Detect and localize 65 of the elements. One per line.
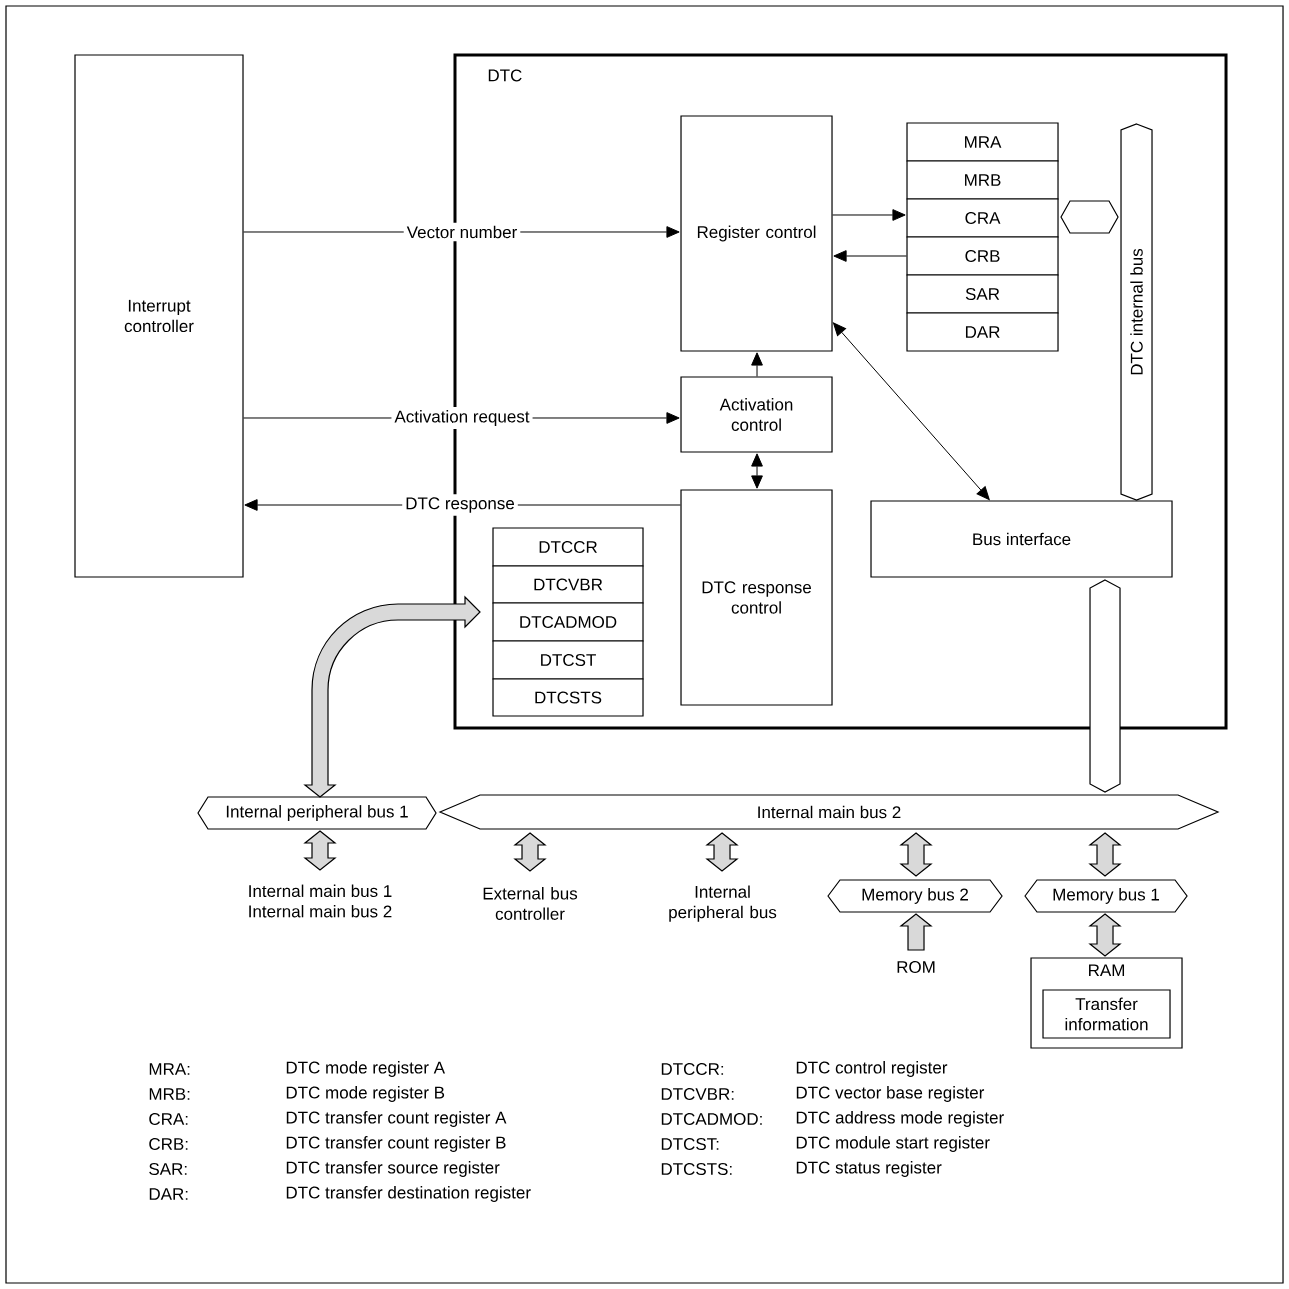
- control-box: DTC response control: [680, 489, 833, 706]
- control-box: Activation control: [680, 376, 833, 453]
- arrow: [832, 209, 906, 221]
- bus-label: Internal peripheral bus: [669, 885, 777, 922]
- bus-arrow: [303, 830, 337, 871]
- edge-label: DTC response: [402, 494, 518, 516]
- register-box: SAR: [906, 274, 1059, 314]
- register-box: CRB: [906, 236, 1059, 276]
- bus-label: Internal main bus 1 Internal main bus 2: [249, 884, 392, 918]
- abbreviation-text: CRB:: [149, 1138, 188, 1150]
- register-box: DTCCR: [492, 527, 644, 567]
- register-description: DTC control register: [796, 1061, 948, 1077]
- edge-label: Vector number: [403, 222, 521, 242]
- abbreviation-text: DTCADMOD:: [661, 1113, 762, 1125]
- arrow: [833, 250, 907, 262]
- device-label: External bus controller: [483, 887, 578, 920]
- register-description: DTC status register: [796, 1161, 942, 1177]
- register-description: DTC address mode register: [796, 1111, 1004, 1127]
- bus-bar: Memory bus 2: [827, 879, 1003, 913]
- bus-connector: [1089, 579, 1121, 793]
- edge-label: Activation request: [391, 407, 533, 429]
- bus-bar: DTC internal bus: [1120, 123, 1153, 501]
- register-description: DTC vector base register: [796, 1086, 985, 1102]
- abbreviation-text: MRA:: [149, 1063, 190, 1075]
- bus-arrow: [513, 832, 547, 872]
- bus-bar: Memory bus 1: [1024, 879, 1188, 913]
- register-description: DTC transfer source register: [286, 1161, 500, 1177]
- bus-arrow: [705, 832, 739, 872]
- abbreviation-text: CRA:: [149, 1113, 188, 1125]
- register-box: DAR: [906, 312, 1059, 352]
- abbreviation-text: SAR:: [149, 1163, 187, 1175]
- bus-arrow: [899, 913, 933, 951]
- control-box: Register control: [680, 115, 833, 352]
- register-box: CRA: [906, 198, 1059, 238]
- register-description: DTC mode register B: [286, 1086, 445, 1102]
- register-box: DTCSTS: [492, 678, 644, 717]
- register-description: DTC transfer destination register: [286, 1186, 531, 1202]
- abbreviation-text: MRB:: [149, 1088, 190, 1100]
- register-description: DTC module start register: [796, 1136, 990, 1152]
- register-box: MRA: [906, 122, 1059, 162]
- abbreviation-text: DAR:: [149, 1188, 188, 1200]
- controller-box: Interrupt controller: [74, 54, 244, 578]
- data-box: Transfer information: [1042, 989, 1171, 1039]
- memory-label: ROM: [897, 961, 935, 973]
- register-box: MRB: [906, 160, 1059, 200]
- abbreviation-text: DTCSTS:: [661, 1163, 732, 1175]
- register-box: DTCST: [492, 640, 644, 680]
- register-description: DTC transfer count register A: [286, 1111, 507, 1127]
- bus-arrow: [1088, 832, 1122, 877]
- abbreviation-text: DTCVBR:: [661, 1088, 734, 1100]
- bus-connector: [1060, 200, 1119, 234]
- arrow: [832, 322, 990, 500]
- bus-arrow: [304, 596, 481, 798]
- abbreviation-text: DTCST:: [661, 1138, 719, 1150]
- interface-box: Bus interface: [870, 500, 1173, 578]
- bus-arrow: [1088, 913, 1122, 957]
- register-box: DTCADMOD: [492, 602, 644, 642]
- register-description: DTC transfer count register B: [286, 1136, 506, 1152]
- abbreviation-text: DTCCR:: [661, 1063, 724, 1075]
- arrow: [751, 453, 763, 489]
- register-box: DTCVBR: [492, 565, 644, 604]
- bus-arrow: [899, 832, 933, 877]
- arrow: [751, 352, 763, 377]
- register-description: DTC mode register A: [286, 1061, 445, 1077]
- bus-bar: Internal peripheral bus 1: [197, 796, 437, 830]
